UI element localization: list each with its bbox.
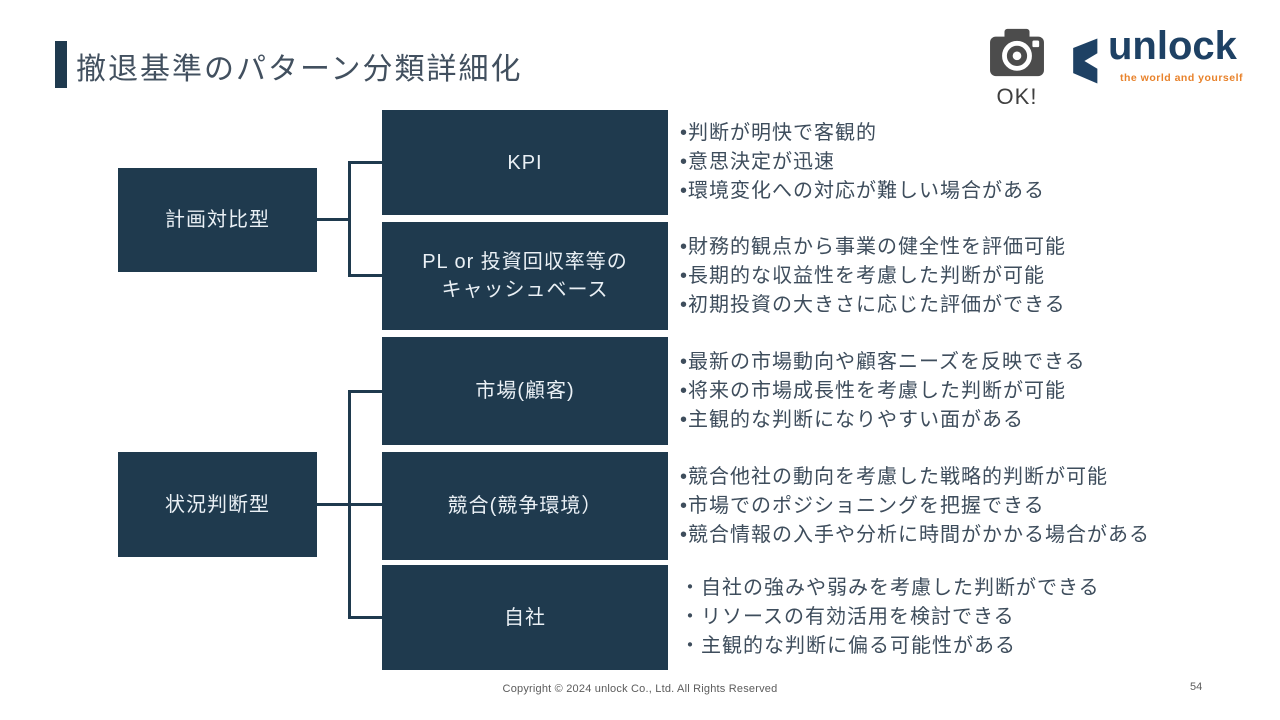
diagram-node-kpi: KPI xyxy=(382,110,668,215)
connector-line xyxy=(351,274,382,277)
bullet-item: •競合他社の動向を考慮した戦略的判断が可能 xyxy=(680,466,1109,488)
bullet-item: •最新の市場動向や顧客ニーズを反映できる xyxy=(680,351,1086,373)
bullet-item: ・自社の強みや弱みを考慮した判断ができる xyxy=(680,577,1100,599)
page-title: 撤退基準のパターン分類詳細化 xyxy=(76,53,523,86)
bullet-list-own-company: ・自社の強みや弱みを考慮した判断ができる ・リソースの有効活用を検討できる ・主… xyxy=(680,574,1265,661)
diagram-node-plan-comparison: 計画対比型 xyxy=(118,168,317,272)
bullet-list-pl-cashbase: •財務的観点から事業の健全性を評価可能 •長期的な収益性を考慮した判断が可能 •… xyxy=(680,233,1265,320)
diagram-node-market: 市場(顧客) xyxy=(382,337,668,445)
bullet-item: •初期投資の大きさに応じた評価ができる xyxy=(680,294,1066,316)
connector-line xyxy=(317,218,350,221)
bullet-list-competition: •競合他社の動向を考慮した戦略的判断が可能 •市場でのポジショニングを把握できる… xyxy=(680,463,1265,550)
bullet-item: •主観的な判断になりやすい面がある xyxy=(680,409,1025,431)
title-accent-bar xyxy=(55,41,67,88)
bullet-list-market: •最新の市場動向や顧客ニーズを反映できる •将来の市場成長性を考慮した判断が可能… xyxy=(680,348,1265,435)
brand-name: unlock xyxy=(1108,24,1237,68)
diagram-node-situation-judgment: 状況判断型 xyxy=(118,452,317,557)
brand-tagline: the world and yourself xyxy=(1120,72,1244,84)
company-logo: unlock the world and yourself xyxy=(1068,24,1243,91)
bullet-item: •財務的観点から事業の健全性を評価可能 xyxy=(680,236,1067,258)
bullet-list-kpi: •判断が明快で客観的 •意思決定が迅速 •環境変化への対応が難しい場合がある xyxy=(680,119,1265,206)
unlock-logo-icon xyxy=(1068,36,1106,91)
bullet-item: •判断が明快で客観的 xyxy=(680,122,878,144)
bullet-item: ・主観的な判断に偏る可能性がある xyxy=(680,635,1016,657)
camera-caption: OK! xyxy=(996,84,1038,109)
bullet-item: •意思決定が迅速 xyxy=(680,151,836,173)
bullet-item: •競合情報の入手や分析に時間がかかる場合がある xyxy=(680,524,1151,546)
diagram-node-own-company: 自社 xyxy=(382,565,668,670)
connector-line xyxy=(348,161,351,277)
connector-line xyxy=(348,390,351,619)
page-number: 54 xyxy=(1190,681,1203,693)
camera-stamp: OK! xyxy=(988,26,1046,110)
camera-icon xyxy=(988,28,1046,82)
bullet-item: •環境変化への対応が難しい場合がある xyxy=(680,180,1046,202)
diagram-node-competition: 競合(競争環境） xyxy=(382,452,668,560)
bullet-item: •長期的な収益性を考慮した判断が可能 xyxy=(680,265,1046,287)
copyright-text: Copyright © 2024 unlock Co., Ltd. All Ri… xyxy=(502,683,778,695)
bullet-item: •将来の市場成長性を考慮した判断が可能 xyxy=(680,380,1067,402)
connector-line xyxy=(351,616,382,619)
diagram-node-pl-cashbase: PL or 投資回収率等の キャッシュベース xyxy=(382,222,668,330)
bullet-item: ・リソースの有効活用を検討できる xyxy=(680,606,1015,628)
bullet-item: •市場でのポジショニングを把握できる xyxy=(680,495,1045,517)
connector-line xyxy=(351,161,382,164)
connector-line xyxy=(351,390,382,393)
